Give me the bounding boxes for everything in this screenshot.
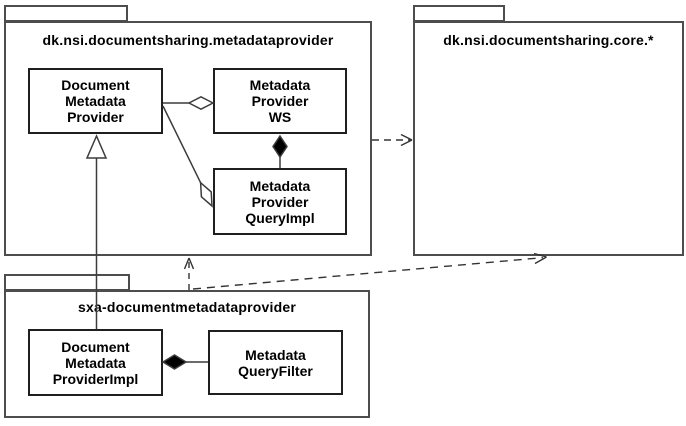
class-document-metadata-provider: Document Metadata Provider — [28, 68, 163, 134]
package-core: dk.nsi.documentsharing.core.* — [413, 21, 684, 256]
package-tab-sxa — [4, 274, 130, 291]
package-title-sxa: sxa-documentmetadataprovider — [78, 299, 296, 315]
package-metadataprovider: dk.nsi.documentsharing.metadataprovider — [4, 21, 372, 256]
open-arrowhead-icon — [400, 133, 413, 147]
dependency-link-sxa-metadataprovider — [183, 257, 195, 290]
class-metadata-queryfilter: Metadata QueryFilter — [208, 330, 343, 395]
class-document-metadata-providerimpl: Document Metadata ProviderImpl — [28, 329, 163, 396]
class-label: Metadata Provider WS — [249, 77, 311, 125]
class-metadata-provider-queryimpl: Metadata Provider QueryImpl — [213, 168, 347, 235]
package-title-core: dk.nsi.documentsharing.core.* — [443, 32, 654, 48]
class-label: Document Metadata Provider — [61, 77, 130, 125]
package-tab-metadataprovider — [4, 5, 128, 22]
class-metadata-provider-ws: Metadata Provider WS — [213, 68, 347, 134]
class-label: Metadata Provider QueryImpl — [245, 177, 315, 226]
dependency-link-metadataprovider-core — [372, 133, 413, 147]
class-label: Document Metadata ProviderImpl — [52, 338, 139, 387]
class-label: Metadata QueryFilter — [238, 346, 313, 379]
package-tab-core — [413, 5, 505, 22]
package-title-metadataprovider: dk.nsi.documentsharing.metadataprovider — [42, 32, 334, 48]
dependency-link-sxa-core — [192, 252, 547, 290]
open-arrowhead-icon — [183, 257, 195, 270]
